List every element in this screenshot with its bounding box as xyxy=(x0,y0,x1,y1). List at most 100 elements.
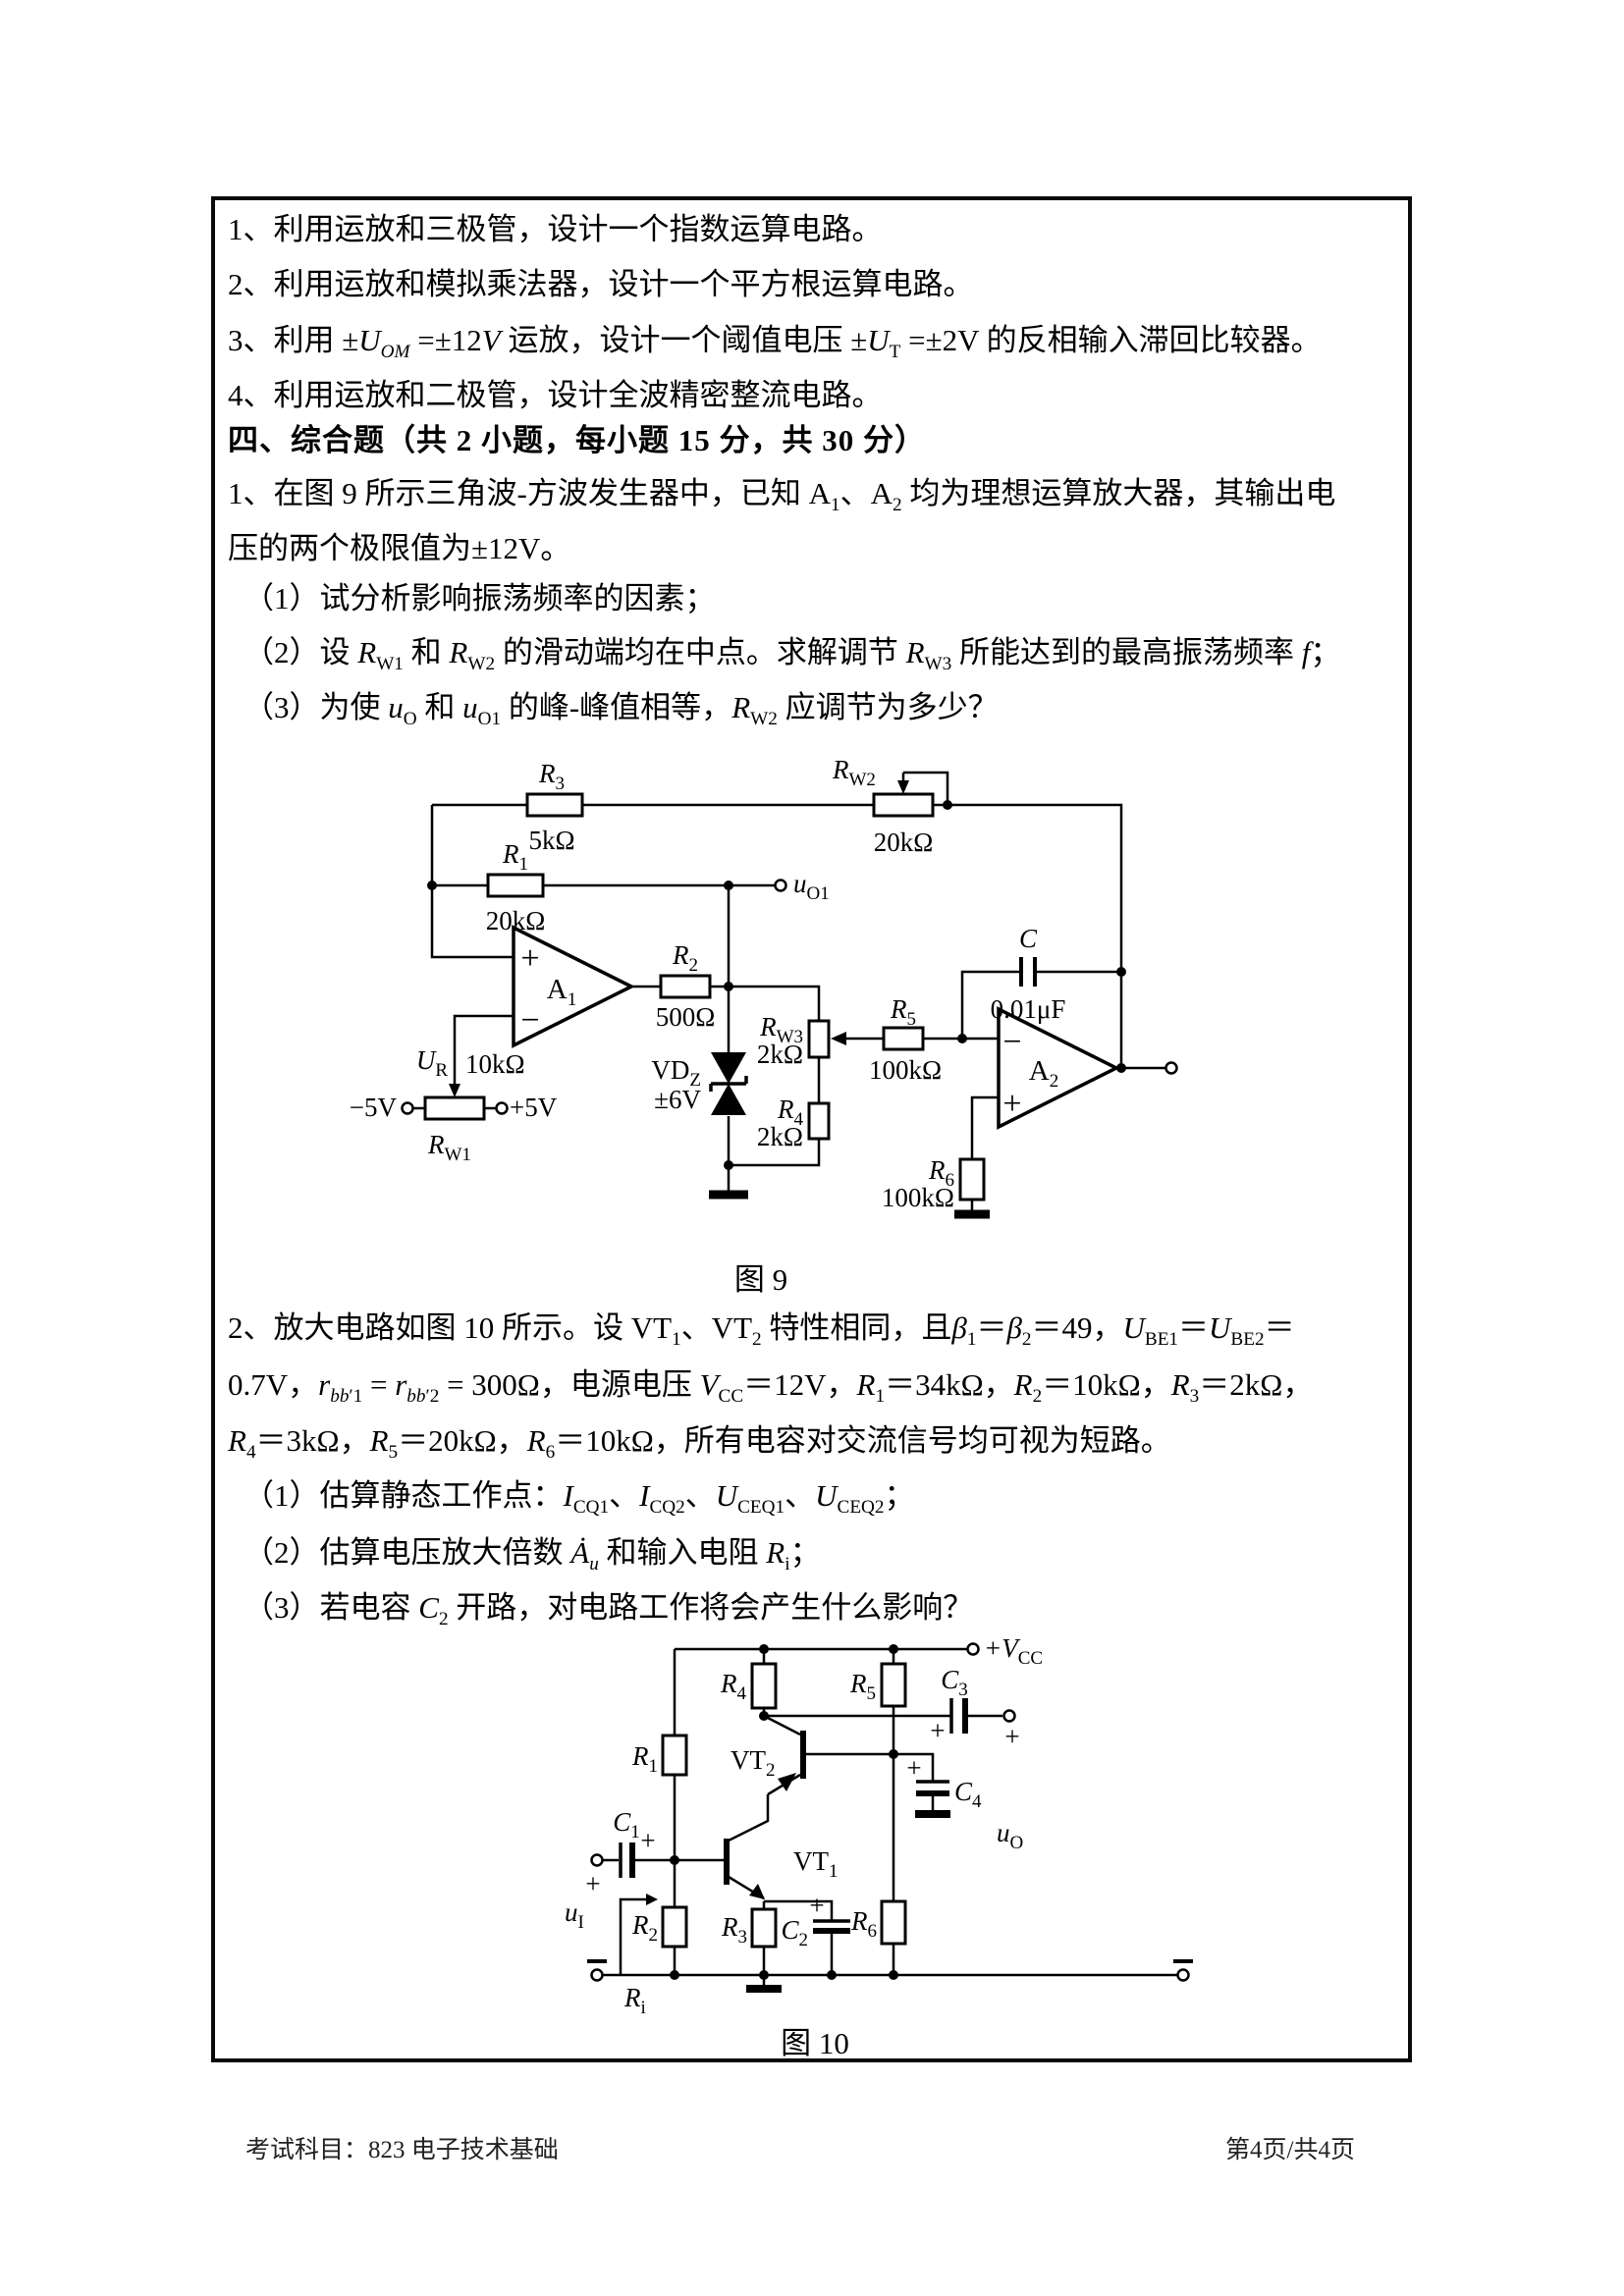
label-ur: UR xyxy=(416,1045,449,1081)
label-uo1: uO1 xyxy=(793,869,830,904)
c4-polarity-plus: + xyxy=(906,1753,921,1783)
resistor-r5 xyxy=(880,1662,907,1708)
label-r5: R5 xyxy=(849,1669,876,1704)
pos5v-terminal xyxy=(495,1101,509,1115)
label-rw1: RW1 xyxy=(427,1130,471,1165)
resistor-r1 xyxy=(661,1734,688,1777)
label-r3: R3 xyxy=(721,1912,747,1948)
input-terminal xyxy=(590,1853,604,1867)
rw3-wiper-arrow xyxy=(831,1032,846,1045)
resistor-r2 xyxy=(661,1905,688,1949)
neg5v-terminal xyxy=(401,1101,414,1115)
label-c3: C3 xyxy=(941,1665,968,1700)
input-ref-terminal xyxy=(590,1968,604,1982)
label-r5: R5 xyxy=(890,994,916,1030)
output-ref-terminal xyxy=(1176,1968,1190,1982)
fig9-resistors xyxy=(423,792,986,1201)
fig9-terminals xyxy=(401,879,1178,1115)
fig10-capacitors xyxy=(619,1698,968,1934)
output-terminal xyxy=(1002,1709,1016,1723)
opamp-a2 xyxy=(997,1006,1120,1130)
potentiometer-rw2 xyxy=(872,792,935,818)
resistor-r2 xyxy=(659,974,712,999)
label-rw3-value: 2kΩ xyxy=(757,1040,803,1069)
resistor-r3 xyxy=(525,792,584,818)
footer-subject: 考试科目：823 电子技术基础 xyxy=(245,2137,559,2163)
q2-line-2: 0.7V，rbb′1 = rbb′2 = 300Ω，电源电压 VCC＝12V，R… xyxy=(228,1367,1314,1408)
rw2-wiper-arrow xyxy=(897,780,909,794)
q1-sub-2: （2）设 RW1 和 RW2 的滑动端均在中点。求解调节 RW3 所能达到的最高… xyxy=(244,635,1341,675)
label-r2: R2 xyxy=(631,1910,658,1946)
label-c4: C4 xyxy=(954,1777,982,1812)
q2-line-1: 2、放大电路如图 10 所示。设 VT1、VT2 特性相同，且β1＝β2＝49，… xyxy=(228,1310,1295,1351)
label-r4-value: 2kΩ xyxy=(757,1122,803,1151)
footer-page-number: 第4页/共4页 xyxy=(1225,2137,1355,2163)
fig10-arrows xyxy=(646,1773,796,1905)
label-r5-value: 100kΩ xyxy=(869,1055,942,1085)
item-1: 1、利用运放和三极管，设计一个指数运算电路。 xyxy=(228,212,883,246)
label-r6: R6 xyxy=(850,1906,877,1942)
resistor-r5 xyxy=(882,1026,925,1051)
output-polarity-plus: + xyxy=(1004,1722,1019,1751)
label-r1-value: 20kΩ xyxy=(486,906,546,935)
label-c1: C1 xyxy=(613,1807,640,1842)
page-border xyxy=(211,196,1412,2062)
label-r1: R1 xyxy=(502,839,528,875)
fig10-resistors xyxy=(661,1662,907,1949)
q1-line-2: 压的两个极限值为±12V。 xyxy=(228,531,571,565)
fig9-grounds xyxy=(709,1190,990,1219)
label-r6: R6 xyxy=(928,1155,954,1191)
label-r4: R4 xyxy=(777,1095,804,1130)
label-c-value: 0.01μF xyxy=(991,994,1066,1024)
label-a1: A1 xyxy=(547,974,576,1010)
uo-terminal xyxy=(1164,1061,1178,1075)
fig10-transistor-bars xyxy=(724,1731,806,1885)
capacitor-c xyxy=(1019,957,1037,987)
fig9-junctions xyxy=(427,800,1126,1170)
item-4: 4、利用运放和二极管，设计全波精密整流电路。 xyxy=(228,378,883,412)
resistor-r1 xyxy=(486,873,545,898)
q2-sub-1: （1）估算静态工作点：ICQ1、ICQ2、UCEQ1、UCEQ2； xyxy=(244,1478,915,1519)
label-r1: R1 xyxy=(631,1741,658,1777)
label-rw3: RW3 xyxy=(759,1012,803,1047)
fig10-grounds xyxy=(746,1810,950,1993)
label-c2: C2 xyxy=(781,1915,808,1950)
zener-vdz xyxy=(709,1052,748,1115)
label-ri: Ri xyxy=(623,1983,646,2018)
label-r6-value: 100kΩ xyxy=(882,1183,954,1212)
rw1-wiper-arrow xyxy=(449,1084,460,1097)
figure-9-caption: 图 9 xyxy=(733,1262,788,1297)
item-3: 3、利用 ±UOM =±12V 运放，设计一个阈值电压 ±UT =±2V 的反相… xyxy=(228,323,1322,363)
c3-polarity-plus: + xyxy=(930,1716,945,1745)
label-a2: A2 xyxy=(1029,1055,1058,1092)
label-rw2-value: 20kΩ xyxy=(874,828,934,857)
section-heading: 四、综合题（共 2 小题，每小题 15 分，共 30 分） xyxy=(228,423,926,457)
fig9-wires xyxy=(413,771,1165,1212)
input-polarity-plus: + xyxy=(585,1869,600,1898)
figure-10-circuit: +VCC R4 R5 C3 R1 VT2 C4 C1 VT1 uO uI R2 … xyxy=(565,1633,1193,2018)
uo1-terminal xyxy=(774,879,787,892)
label-vdz-value: ±6V xyxy=(654,1085,701,1114)
fig9-wiper-arrows xyxy=(449,780,909,1097)
figure-9-circuit: R3 5kΩ RW2 20kΩ R1 20kΩ uO1 A1 + − R2 50… xyxy=(350,755,1178,1219)
item-2: 2、利用运放和模拟乘法器，设计一个平方根运算电路。 xyxy=(228,267,974,301)
label-vt2: VT2 xyxy=(731,1745,776,1781)
resistor-r6 xyxy=(880,1899,907,1946)
label-r2-value: 500Ω xyxy=(656,1002,716,1032)
a2-plus-sign: + xyxy=(1002,1086,1021,1122)
q2-line-3: R4＝3kΩ，R5＝20kΩ，R6＝10kΩ，所有电容对交流信号均可视为短路。 xyxy=(228,1423,1171,1464)
resistor-r6 xyxy=(958,1157,986,1201)
q1-line-1: 1、在图 9 所示三角波-方波发生器中，已知 A1、A2 均为理想运算放大器，其… xyxy=(228,476,1336,516)
label-c: C xyxy=(1019,924,1038,953)
potentiometer-rw1 xyxy=(423,1095,486,1121)
a2-minus-sign: − xyxy=(1002,1024,1021,1060)
c1-polarity-plus: + xyxy=(640,1826,655,1855)
label-uo: uO xyxy=(997,1818,1023,1853)
label-ui: uI xyxy=(565,1897,584,1933)
label-pos5v: +5V xyxy=(510,1093,558,1122)
resistor-r4 xyxy=(750,1662,778,1710)
q1-sub-3: （3）为使 uO 和 uO1 的峰-峰值相等，RW2 应调节为多少？ xyxy=(244,690,999,730)
vt1-emitter-arrow xyxy=(749,1884,765,1899)
fig10-wires xyxy=(597,1647,1183,1987)
